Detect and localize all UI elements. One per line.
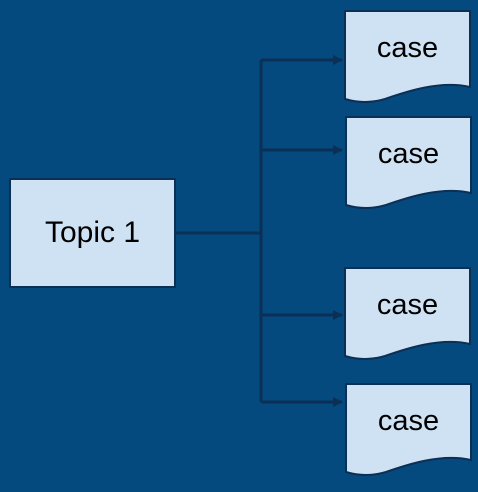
topic-node: Topic 1	[9, 178, 176, 288]
case-shape-1	[344, 10, 471, 103]
case-shape-3	[344, 267, 471, 360]
case-label-1: case	[376, 32, 439, 64]
case-label-4: case	[377, 405, 440, 437]
case-label-2: case	[377, 138, 440, 170]
case-shape-2	[345, 116, 472, 209]
case-label-3: case	[376, 289, 439, 321]
case-shape-4	[345, 383, 472, 476]
topic-label: Topic 1	[44, 216, 141, 249]
